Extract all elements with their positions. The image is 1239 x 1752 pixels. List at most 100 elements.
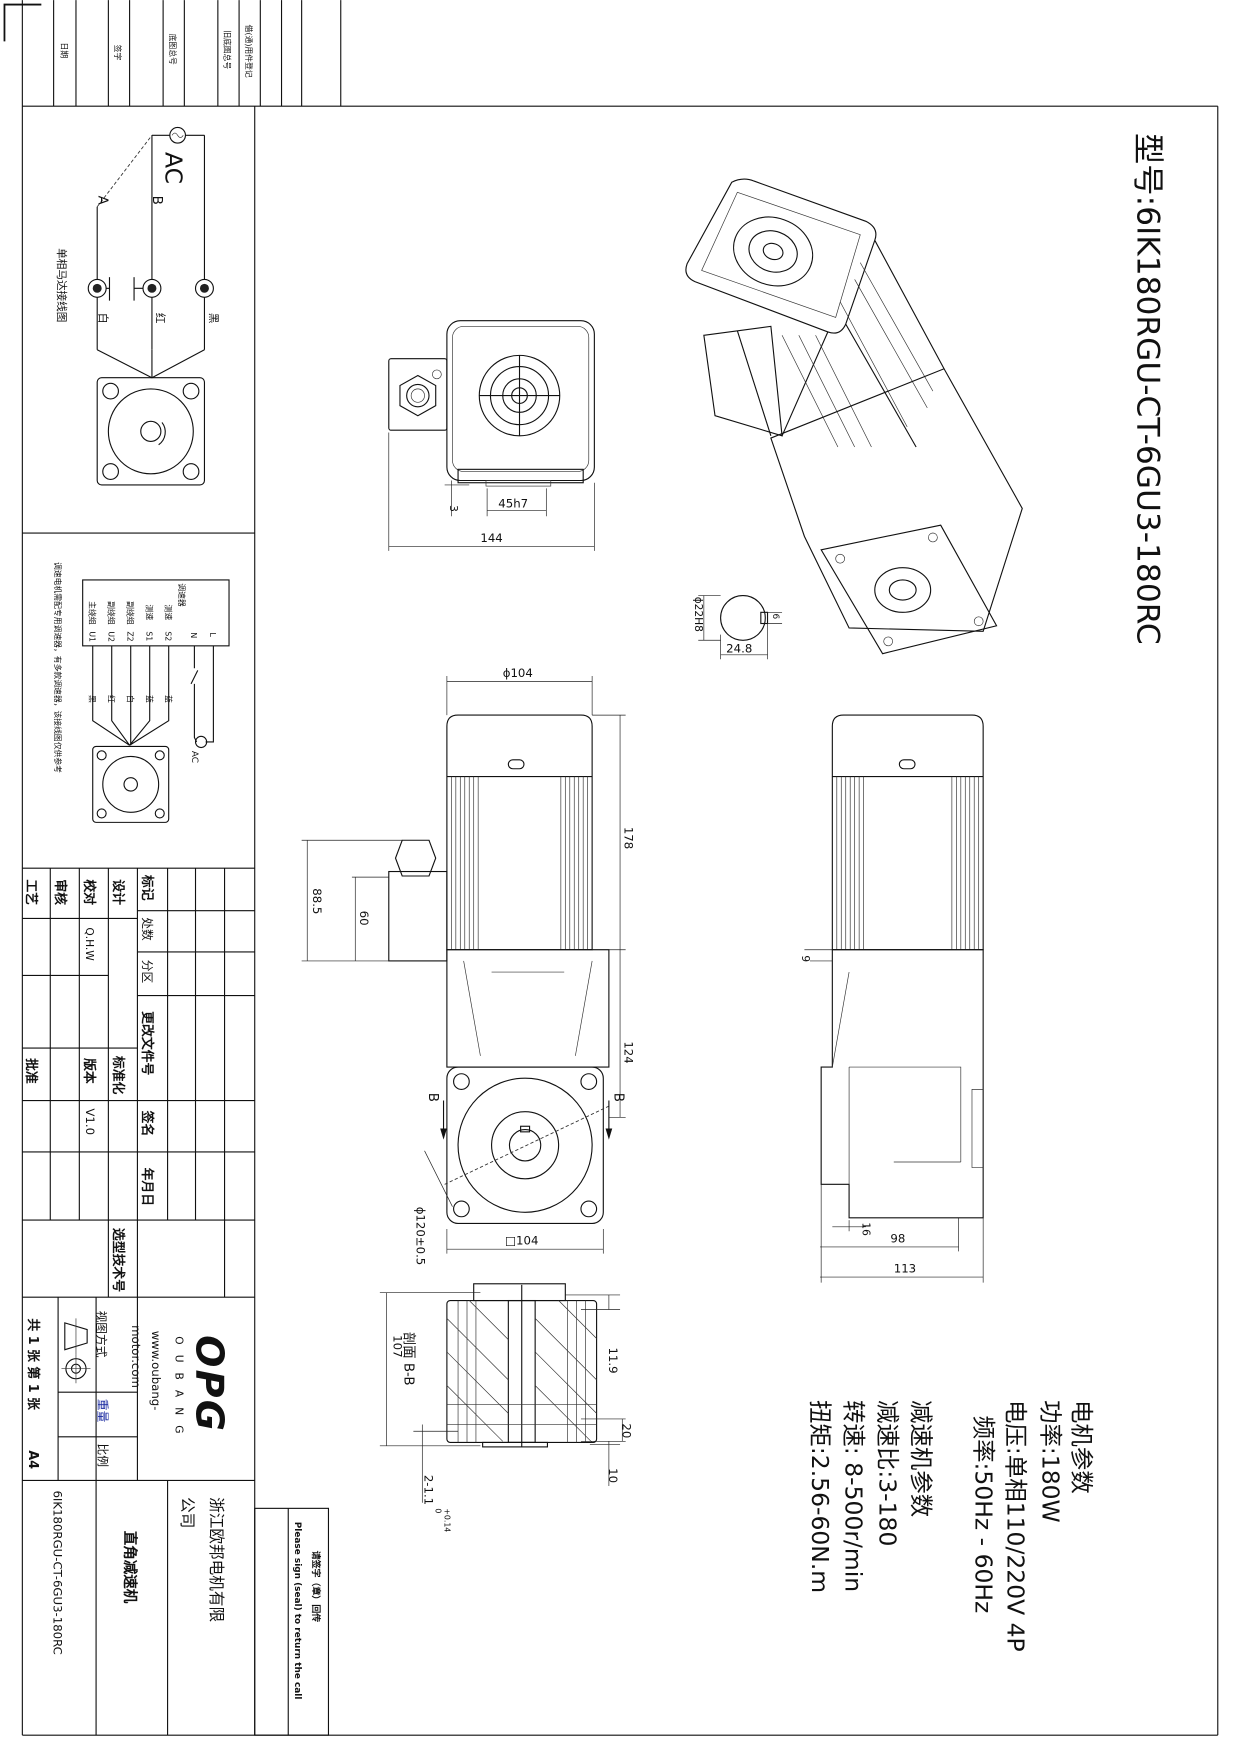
terminal-code: S2 [163, 631, 172, 641]
dim-24-8: 24.8 [726, 642, 752, 656]
motor-params-heading: 电机参数 [1068, 1400, 1096, 1494]
gearbox-torque: 扭矩:2.56-60N.m [806, 1400, 834, 1593]
terminal-name: 测速 [144, 605, 153, 621]
ac-source-icon [194, 735, 208, 749]
binding-label-signature: 签字 [113, 45, 123, 61]
terminal-name: 副绕组 [106, 601, 116, 625]
motor-end-icon [96, 377, 206, 486]
wire-color-label: 黑 [87, 695, 96, 703]
model-title: 型号:6IK180RGU-CT-6GU3-180RC [1129, 133, 1165, 645]
dim-88-5: 88.5 [310, 888, 324, 914]
dim-60: 60 [357, 911, 371, 926]
terminal-l: L [208, 632, 217, 637]
dim-square-104: □104 [505, 1234, 538, 1248]
motor-voltage: 电压:单相110/220V 4P [1002, 1400, 1030, 1652]
motor-end-icon [92, 745, 170, 823]
speed-controller-label: 调速器 [177, 583, 186, 607]
label-review: 审核 [52, 879, 68, 905]
product-name: 直角减速机 [121, 1531, 139, 1604]
dim-113: 113 [894, 1262, 916, 1276]
gearbox-ratio: 减速比:3-180 [873, 1400, 901, 1546]
speed-controller-wiring-diagram: 调速电机需配专用调速器，有多款调速器，该接线图仅供参考 调速器 主绕组 副绕组 … [53, 562, 230, 823]
dim-phi104: ϕ104 [503, 666, 533, 680]
opg-logo: OPG [188, 1335, 232, 1433]
header-zone: 分区 [140, 960, 154, 984]
website-line-1: www.oubang- [149, 1331, 163, 1411]
terminal-n: N [189, 632, 198, 638]
cable-gland-icon [394, 839, 437, 877]
binding-label-old-base-no: 旧底图总号 [223, 30, 233, 69]
dim-tol-lower: 0 [434, 1508, 443, 1513]
section-mark-b-right: B [610, 1093, 625, 1102]
brand-subtitle: O U B A N G [172, 1336, 185, 1437]
sheet-count: 共 1 张 第 1 张 [25, 1318, 41, 1410]
title-block: OPG O U B A N G www.oubang- motor.com 视图… [22, 1297, 255, 1736]
sign-return-cn: 请签字（章）回传 [310, 1551, 322, 1622]
terminal-icon [87, 278, 214, 298]
header-date: 年月日 [139, 1168, 155, 1206]
value-check: Q.H.W [83, 927, 96, 961]
first-angle-projection-icon [61, 1318, 91, 1384]
label-standard: 标准化 [110, 1055, 126, 1095]
binding-label-base-no: 底图总号 [168, 34, 178, 65]
header-count: 处数 [140, 917, 154, 941]
terminal-box [703, 325, 783, 437]
wire-white-label: 白 [96, 313, 109, 324]
dim-45h7: 45h7 [498, 496, 528, 510]
binding-label-date: 日期 [59, 43, 68, 59]
binding-strip: 日期 签字 底图总号 旧底图总号 借(通)用件登记 [53, 0, 342, 107]
dim-124: 124 [622, 1041, 636, 1063]
section-mark-b-left: B [425, 1093, 440, 1102]
wire-color-label: 红 [106, 695, 116, 703]
wire-color-label: 蓝 [144, 695, 154, 703]
label-selection-no: 选型技术号 [110, 1228, 126, 1292]
terminal-code: U1 [87, 631, 96, 642]
dim-16: 16 [859, 1222, 872, 1236]
terminal-code: S1 [144, 631, 153, 641]
terminal-b-label: B [149, 196, 164, 205]
ac-label: AC [189, 751, 199, 763]
terminal-name: 副绕组 [125, 601, 135, 625]
isometric-view [685, 178, 1023, 655]
dim-phi120: ϕ120±0.5 [414, 1207, 428, 1266]
fan-grille-icon [478, 354, 561, 437]
wiring-title: 单相马达接线图 [55, 248, 68, 322]
terminal-name: 主绕组 [87, 601, 97, 625]
header-mark: 标记 [139, 874, 155, 901]
terminal-name: 测速 [163, 605, 172, 621]
motor-parameters: 电机参数 功率:180W 电压:单相110/220V 4P 频率:50Hz - … [969, 1400, 1095, 1652]
dim-98: 98 [890, 1231, 905, 1245]
terminal-code: Z2 [125, 631, 134, 641]
dim-178: 178 [622, 827, 636, 849]
revision-table: 标记 处数 分区 更改文件号 签名 年月日 设计 校对 Q.H.W 审核 工艺 … [22, 867, 255, 1298]
wire-color-label: 蓝 [163, 695, 173, 703]
dim-9: 9 [799, 955, 812, 962]
motor-power: 功率:180W [1036, 1400, 1064, 1523]
label-process: 工艺 [23, 879, 39, 905]
corner-mark [3, 3, 42, 42]
header-signature: 签名 [139, 1110, 155, 1137]
speed-controller-note: 调速电机需配专用调速器，有多款调速器，该接线图仅供参考 [53, 562, 63, 773]
wire-red-label: 红 [153, 313, 166, 324]
terminal-code: U2 [106, 631, 115, 642]
dim-107: 107 [390, 1335, 404, 1357]
label-design: 设计 [110, 879, 126, 905]
label-scale: 比例 [95, 1444, 109, 1467]
dim-10: 10 [606, 1468, 620, 1483]
dim-2-holes: 2-1.1 [422, 1475, 436, 1505]
dim-bore: ϕ22H8 [692, 597, 705, 632]
value-version: V1.0 [83, 1108, 97, 1135]
label-check: 校对 [81, 879, 97, 905]
section-b-b-view: 107 剖面 B-B 11.9 20 10 2-1.1 +0.14 0 [379, 1283, 633, 1532]
terminal-a-label: A [94, 196, 109, 206]
paper-size: A4 [25, 1450, 40, 1469]
motor-frequency: 频率:50Hz - 60Hz [969, 1416, 997, 1614]
drawing-frame [3, 0, 1219, 1736]
sign-return-en: Please sign (seal) to return the call [292, 1522, 302, 1700]
ac-label: AC [159, 152, 187, 184]
dim-3: 3 [447, 505, 460, 512]
single-phase-wiring-diagram: AC B A 白 红 黑 单相马达接线图 [55, 126, 220, 486]
drawing-number: 6IK180RGU-CT-6GU3-180RC [51, 1490, 65, 1654]
company-name-line-1: 浙江欧邦电机有限 [207, 1497, 226, 1622]
cable-gland-icon [399, 374, 437, 417]
